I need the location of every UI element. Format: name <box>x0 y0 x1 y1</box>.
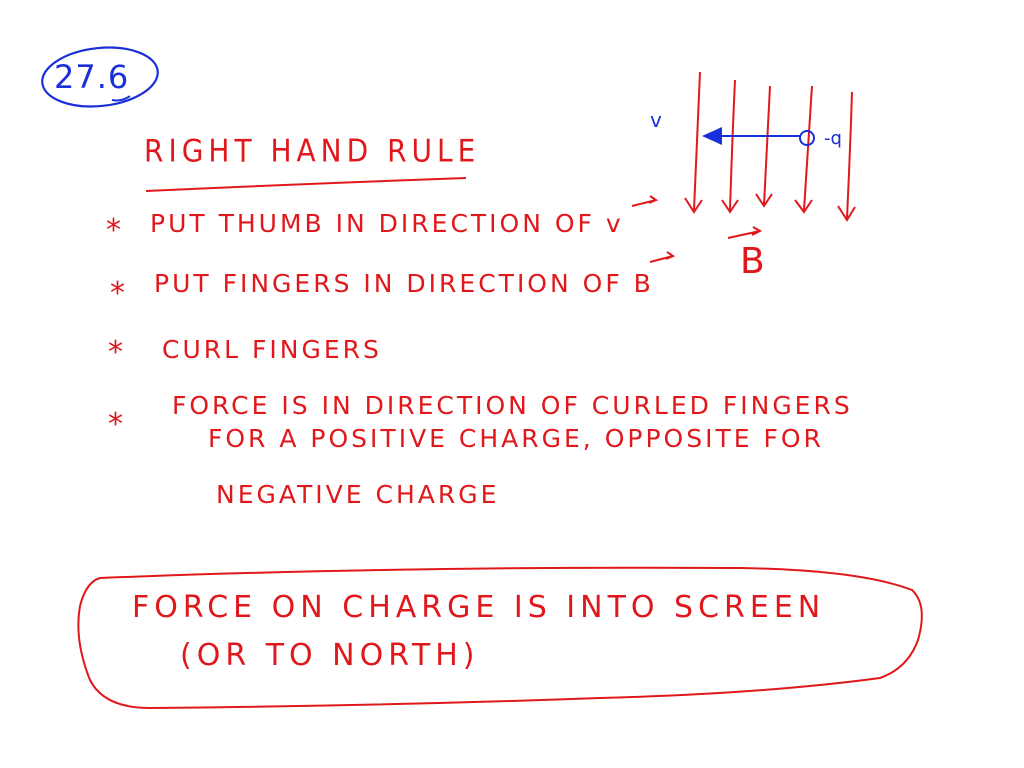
vector-arrow-v-text <box>631 195 659 207</box>
charge-label: -q <box>824 128 842 149</box>
velocity-label: v <box>650 108 662 132</box>
section-number-underline <box>111 95 131 102</box>
title-underline <box>145 177 467 192</box>
answer-box-outline <box>77 566 923 710</box>
field-line-arrowhead <box>755 193 773 208</box>
bullet-marker: * <box>108 335 123 370</box>
field-line-arrowhead <box>684 197 703 214</box>
answer-line-1: FORCE ON CHARGE IS INTO SCREEN <box>132 590 826 625</box>
vector-arrow-b-text <box>649 251 676 263</box>
bullet-marker: * <box>108 407 123 442</box>
bullet-fingers-text: PUT FINGERS IN DIRECTION OF B <box>154 269 654 298</box>
notes-title: RIGHT HAND RULE <box>144 132 481 169</box>
field-line <box>846 91 853 219</box>
answer-line-2: (OR TO NORTH) <box>180 638 480 673</box>
bullet-force-text-line-3: NEGATIVE CHARGE <box>216 480 500 509</box>
magnetic-field-lines <box>684 71 856 222</box>
section-number: 27.6 <box>54 58 130 96</box>
field-label: B <box>740 241 765 282</box>
velocity-arrowhead <box>702 127 722 145</box>
field-line <box>693 71 701 211</box>
bullet-marker: * <box>110 276 125 311</box>
field-line <box>803 85 813 211</box>
bullet-force-text-line-1: FORCE IS IN DIRECTION OF CURLED FINGERS <box>172 391 853 420</box>
field-line-arrowhead <box>837 205 856 222</box>
negative-charge-dot <box>799 130 815 146</box>
vector-arrow-b-diagram <box>727 226 763 239</box>
field-line <box>729 79 736 211</box>
bullet-curl-text: CURL FINGERS <box>162 335 382 364</box>
bullet-thumb-text: PUT THUMB IN DIRECTION OF v <box>150 209 624 238</box>
field-line <box>763 85 771 206</box>
field-line-arrowhead <box>794 199 813 214</box>
bullet-marker: * <box>106 213 121 248</box>
velocity-vector <box>702 127 815 146</box>
field-line-arrowhead <box>721 199 739 214</box>
bullet-force-text-line-2: FOR A POSITIVE CHARGE, OPPOSITE FOR <box>208 424 824 453</box>
section-number-circle <box>41 46 159 108</box>
